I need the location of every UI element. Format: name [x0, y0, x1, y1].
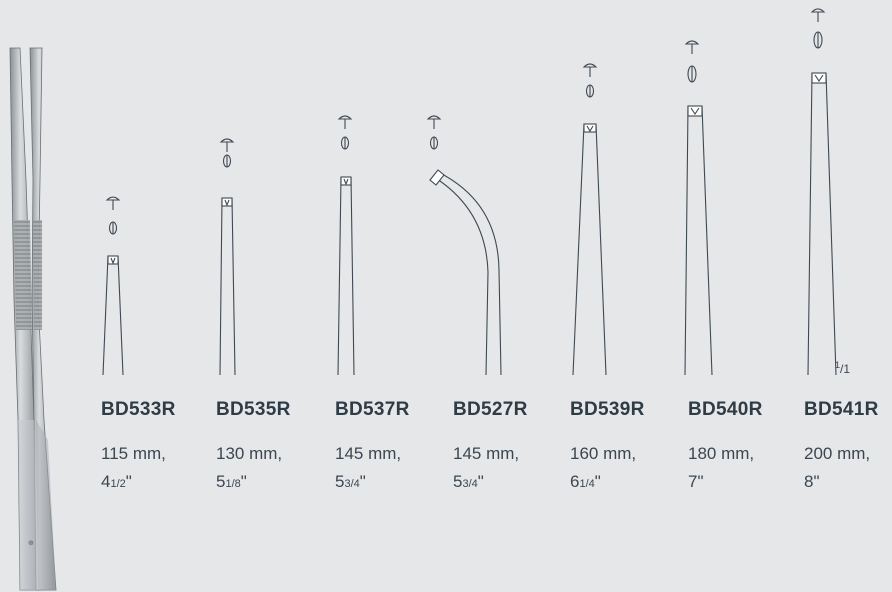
tip-drawings — [102, 8, 837, 376]
product-code: BD539R — [570, 399, 645, 420]
size-mm: 115 mm, — [101, 444, 166, 463]
product-size: 145 mm, 53/4" — [335, 440, 401, 498]
size-inch: 8" — [804, 472, 820, 491]
product-size: 145 mm, 53/4" — [453, 440, 519, 498]
product-code: BD535R — [216, 399, 291, 420]
tip-bd527r — [426, 115, 502, 376]
size-inch: 7" — [688, 472, 704, 491]
product-size: 200 mm, 8" — [804, 440, 870, 498]
size-inch: 41/2" — [101, 472, 132, 491]
tip-bd539r — [572, 63, 607, 376]
tip-bd535r — [219, 138, 236, 376]
forceps-illustration: ⊕ — [9, 47, 57, 591]
size-mm: 145 mm, — [453, 444, 520, 463]
size-inch: 53/4" — [335, 472, 366, 491]
product-code: BD541R — [804, 399, 879, 420]
tip-bd541r — [807, 8, 837, 376]
product-size: 180 mm, 7" — [688, 440, 754, 498]
size-mm: 160 mm, — [570, 444, 637, 463]
size-mm: 145 mm, — [335, 444, 402, 463]
size-inch: 51/8" — [216, 472, 247, 491]
svg-text:⊕: ⊕ — [28, 540, 34, 547]
size-mm: 130 mm, — [216, 444, 283, 463]
size-inch: 53/4" — [453, 472, 484, 491]
product-size: 130 mm, 51/8" — [216, 440, 282, 498]
product-size: 115 mm, 41/2" — [101, 440, 166, 498]
tip-bd537r — [337, 115, 355, 376]
product-code: BD537R — [335, 399, 410, 420]
scale-indicator: 1/1 — [835, 360, 851, 376]
size-inch: 61/4" — [570, 472, 601, 491]
tip-bd533r — [102, 196, 124, 376]
product-code: BD527R — [453, 399, 528, 420]
product-code: BD540R — [688, 399, 763, 420]
size-mm: 180 mm, — [688, 444, 755, 463]
product-code: BD533R — [101, 399, 176, 420]
tip-bd540r — [684, 40, 713, 376]
size-mm: 200 mm, — [804, 444, 871, 463]
product-size: 160 mm, 61/4" — [570, 440, 636, 498]
profile-icon — [105, 196, 121, 235]
